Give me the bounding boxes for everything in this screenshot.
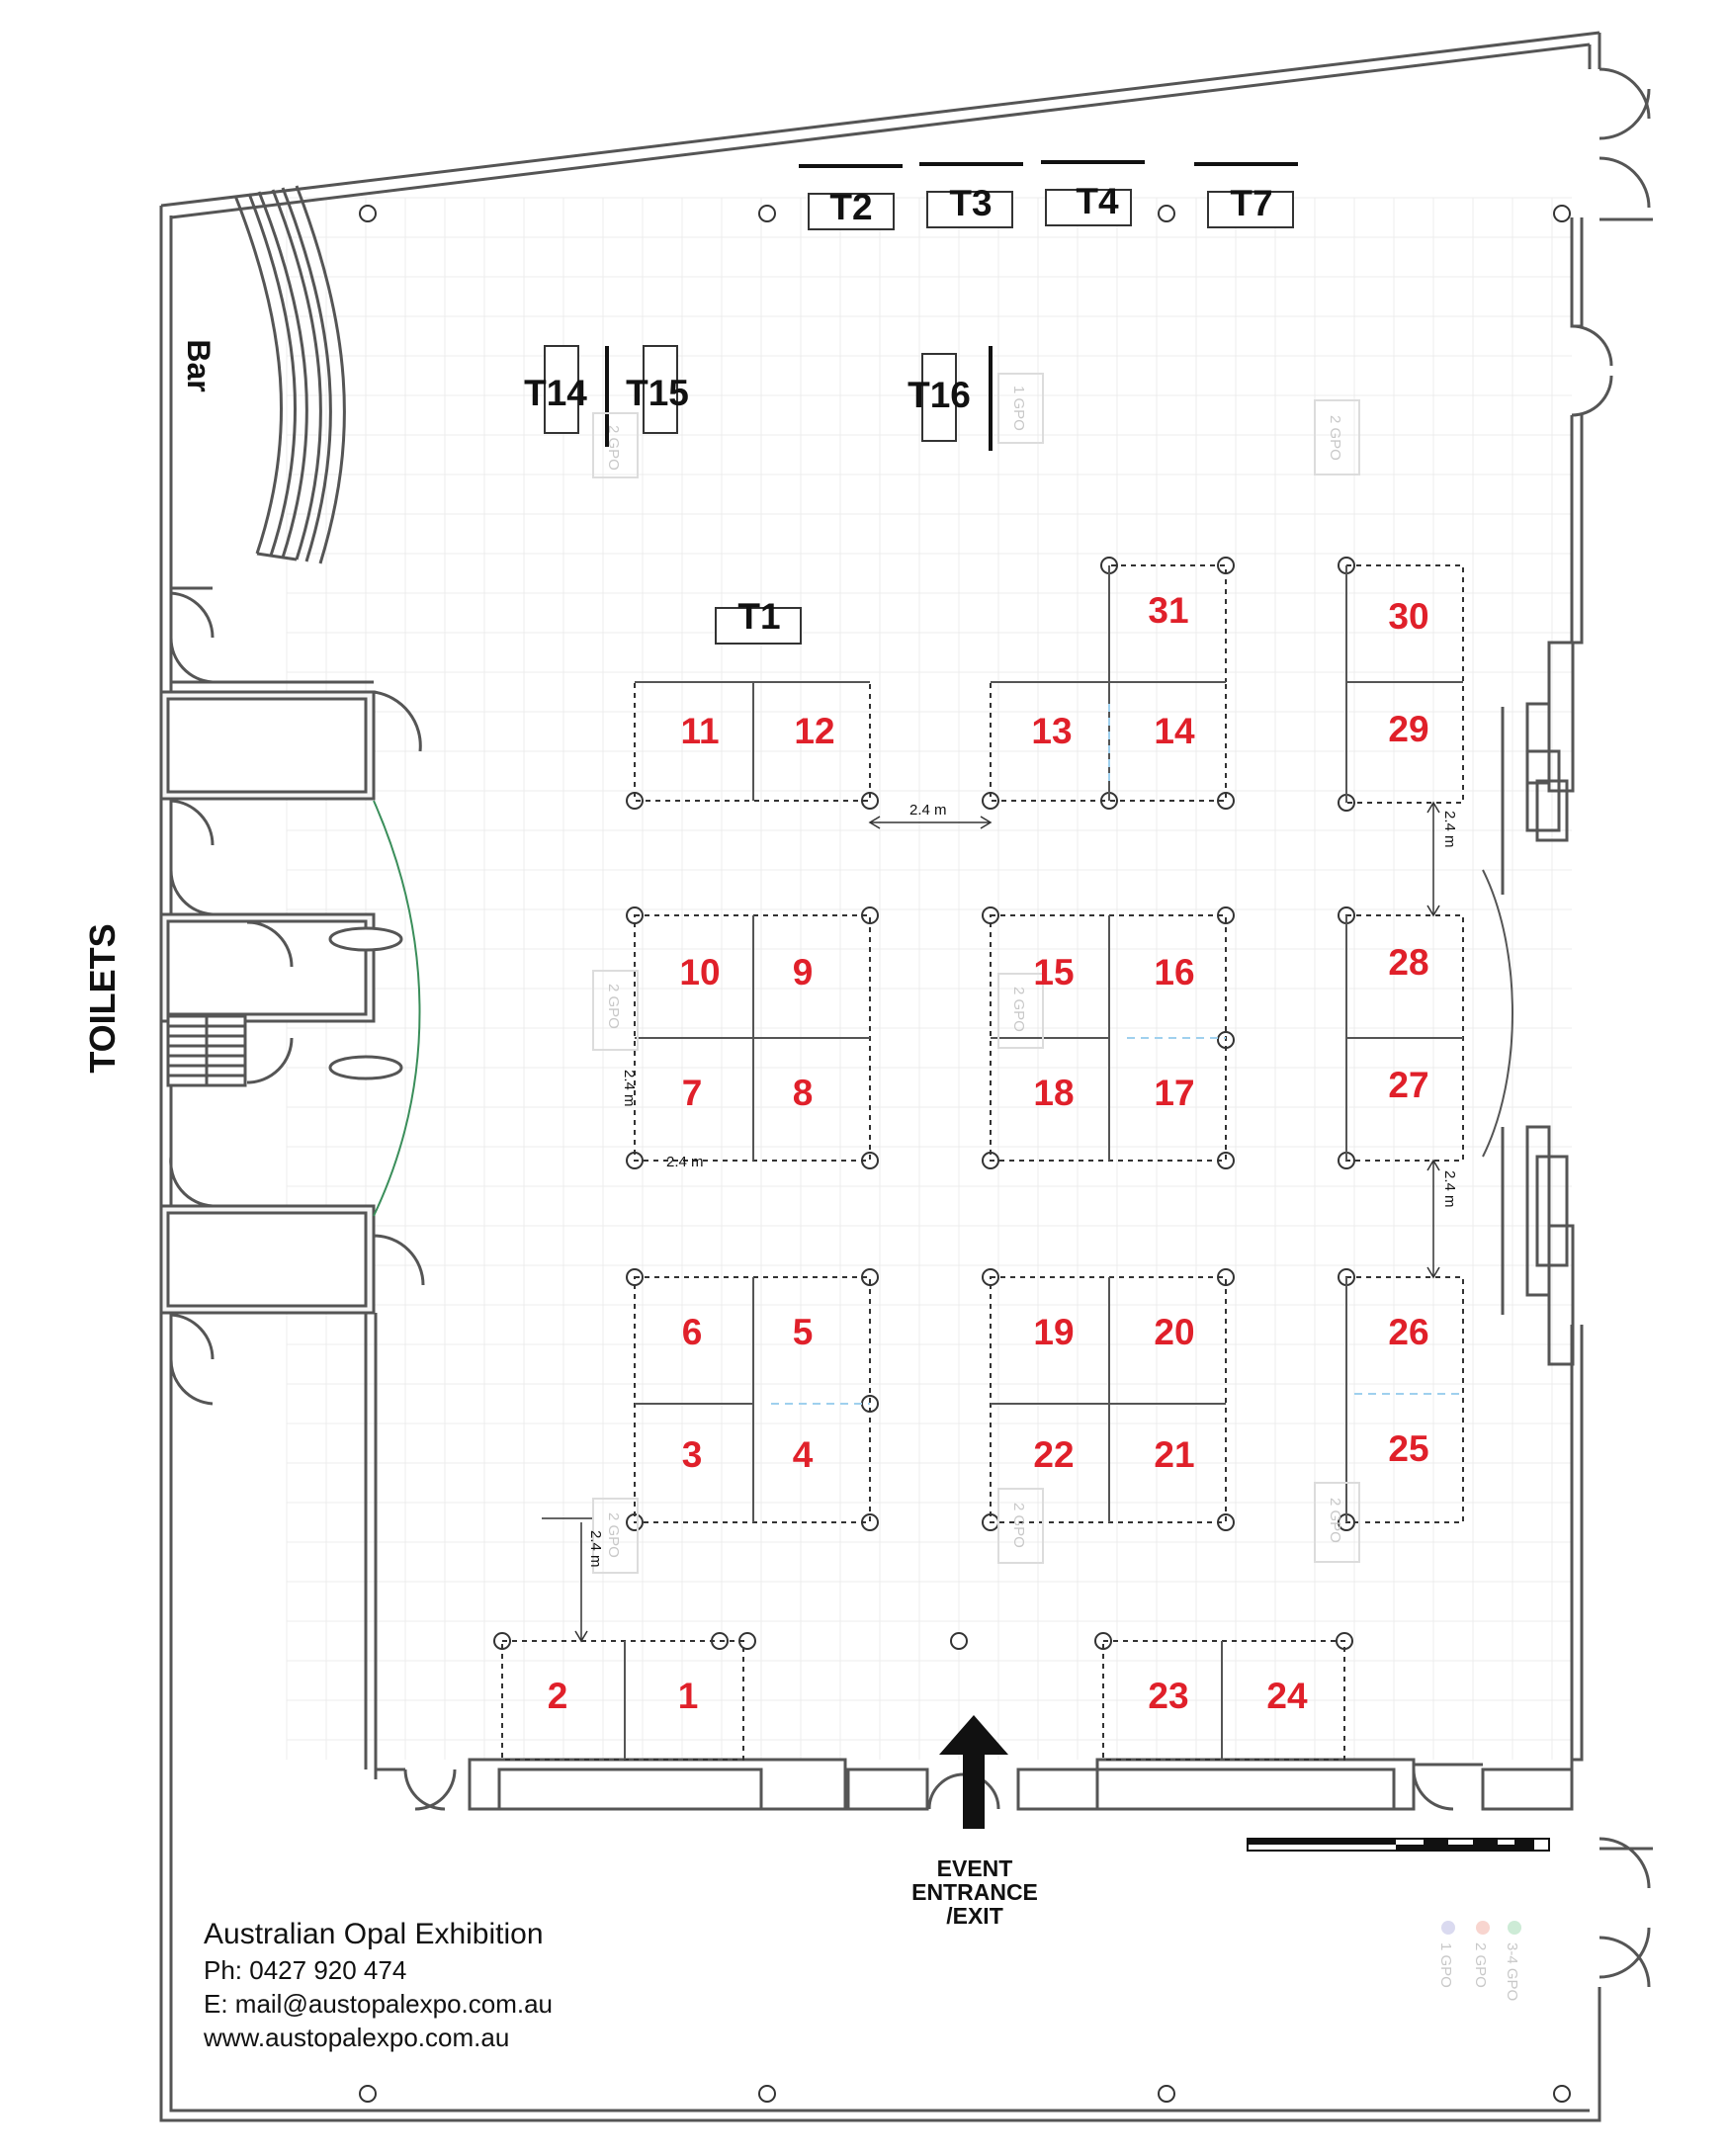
- table-label[interactable]: T16: [907, 375, 971, 415]
- pillar: [758, 2085, 776, 2103]
- booth-label[interactable]: 23: [1148, 1676, 1188, 1716]
- pillar: [1158, 2085, 1175, 2103]
- table-label[interactable]: T7: [1230, 183, 1272, 223]
- booth-label[interactable]: 29: [1388, 709, 1428, 749]
- booth-label[interactable]: 8: [793, 1073, 814, 1113]
- gpo-label: 2 GPO: [605, 425, 622, 471]
- booth-label[interactable]: 16: [1154, 952, 1194, 992]
- booth-label[interactable]: 28: [1388, 942, 1428, 983]
- gpo-label: 2 GPO: [605, 984, 622, 1029]
- gpo-label: 2 GPO: [605, 1512, 622, 1558]
- display-tables: [544, 160, 1298, 645]
- booth-label[interactable]: 12: [794, 711, 834, 751]
- pillar: [359, 2085, 377, 2103]
- table-label[interactable]: T3: [949, 183, 992, 223]
- scale-bar: [1247, 1838, 1550, 1852]
- bar-label: Bar: [181, 339, 216, 391]
- right-bay: [1482, 641, 1575, 1366]
- gpo-labels: 1 GPO 2 GPO 2 GPO 2 GPO 2 GPO 2 GPO 2 GPO 2 GPO: [605, 386, 1343, 1558]
- booth-label[interactable]: 13: [1031, 711, 1072, 751]
- power-legend: 3-4 GPO 2 GPO 1 GPO: [1437, 1942, 1520, 2001]
- booth-label[interactable]: 18: [1033, 1073, 1074, 1113]
- booth-label[interactable]: 26: [1388, 1312, 1428, 1352]
- booth-label[interactable]: 11: [680, 711, 719, 751]
- booth-label[interactable]: 24: [1266, 1676, 1308, 1716]
- dimension-label: 2.4 m: [1441, 1170, 1458, 1208]
- booth-label[interactable]: 31: [1148, 590, 1188, 631]
- gpo-label: 2 GPO: [1010, 1503, 1027, 1548]
- entrance-arrow-icon: [939, 1715, 1008, 1829]
- booth-label[interactable]: 10: [679, 952, 720, 992]
- pillar: [359, 205, 377, 222]
- booth-grid: [501, 564, 1464, 1761]
- dimension-label: 2.4 m: [587, 1530, 604, 1568]
- table-label[interactable]: T14: [524, 373, 587, 413]
- booth-label[interactable]: 17: [1154, 1073, 1194, 1113]
- booth-label[interactable]: 7: [682, 1073, 703, 1113]
- contact-info: Australian Opal Exhibition Ph: 0427 920 …: [204, 1916, 553, 2054]
- booth-label[interactable]: 9: [793, 952, 814, 992]
- booth-label[interactable]: 21: [1154, 1434, 1194, 1475]
- gpo-label: 2 GPO: [1010, 987, 1027, 1032]
- left-rooms: [159, 586, 425, 1769]
- table-label[interactable]: T15: [626, 373, 689, 413]
- booth-label[interactable]: 20: [1154, 1312, 1194, 1352]
- organizer-name: Australian Opal Exhibition: [204, 1918, 544, 1950]
- toilets-label: TOILETS: [82, 923, 123, 1073]
- booth-label[interactable]: 6: [682, 1312, 703, 1352]
- dimension-label: 2.4 m: [666, 1154, 704, 1170]
- gpo-label: 2 GPO: [1327, 415, 1343, 461]
- background-grid: [286, 197, 1572, 1760]
- gpo-markers: [592, 373, 1360, 1574]
- booth-label[interactable]: 19: [1033, 1312, 1074, 1352]
- pillar: [1158, 205, 1175, 222]
- booth-label[interactable]: 15: [1033, 952, 1074, 992]
- legend-1-gpo: 1 GPO: [1437, 1942, 1454, 1988]
- booth-label[interactable]: 30: [1388, 596, 1428, 637]
- entrance-label-line1: EVENT: [937, 1855, 1013, 1881]
- pillar: [1553, 2085, 1571, 2103]
- entrance-label-line3: /EXIT: [946, 1903, 1003, 1929]
- gpo-label: 2 GPO: [1327, 1498, 1343, 1543]
- dimension-label: 2.4 m: [1441, 811, 1458, 848]
- dimension-label: 2.4 m: [909, 802, 947, 819]
- pillar: [950, 1632, 968, 1650]
- booth-label[interactable]: 25: [1388, 1428, 1428, 1469]
- dimension-labels: 2.4 m 2.4 m 2.4 m 2.4 m 2.4 m 2.4 m: [587, 802, 1458, 1568]
- booth-label[interactable]: 3: [682, 1434, 703, 1475]
- pillar: [1553, 205, 1571, 222]
- legend-3-4-gpo: 3-4 GPO: [1504, 1942, 1520, 2001]
- table-label[interactable]: T2: [829, 187, 872, 227]
- table-label[interactable]: T1: [737, 596, 780, 637]
- booth-label[interactable]: 2: [548, 1676, 568, 1716]
- gpo-label: 1 GPO: [1010, 386, 1027, 431]
- legend-2-gpo: 2 GPO: [1472, 1942, 1489, 1988]
- table-label[interactable]: T4: [1076, 181, 1119, 221]
- pillar: [758, 205, 776, 222]
- bar-counter: [233, 185, 346, 564]
- booth-label[interactable]: 4: [793, 1434, 814, 1475]
- dimension-lines: [542, 801, 1440, 1643]
- booth-label[interactable]: 5: [793, 1312, 814, 1352]
- outer-walls: [159, 31, 1653, 2122]
- email-address: E: mail@austopalexpo.com.au: [204, 1989, 554, 2019]
- lobby-divider: [328, 800, 421, 1217]
- legend-dots: [1441, 1921, 1521, 1935]
- dimension-label: 2.4 m: [621, 1070, 638, 1107]
- booth-label[interactable]: 27: [1388, 1065, 1428, 1105]
- phone-number: Ph: 0427 920 474: [204, 1955, 407, 1985]
- booth-label[interactable]: 1: [678, 1676, 699, 1716]
- booth-label[interactable]: 14: [1154, 711, 1195, 751]
- website-url: www.austopalexpo.com.au: [204, 2023, 510, 2052]
- entrance-label-line2: ENTRANCE: [911, 1879, 1038, 1905]
- booth-label[interactable]: 22: [1033, 1434, 1074, 1475]
